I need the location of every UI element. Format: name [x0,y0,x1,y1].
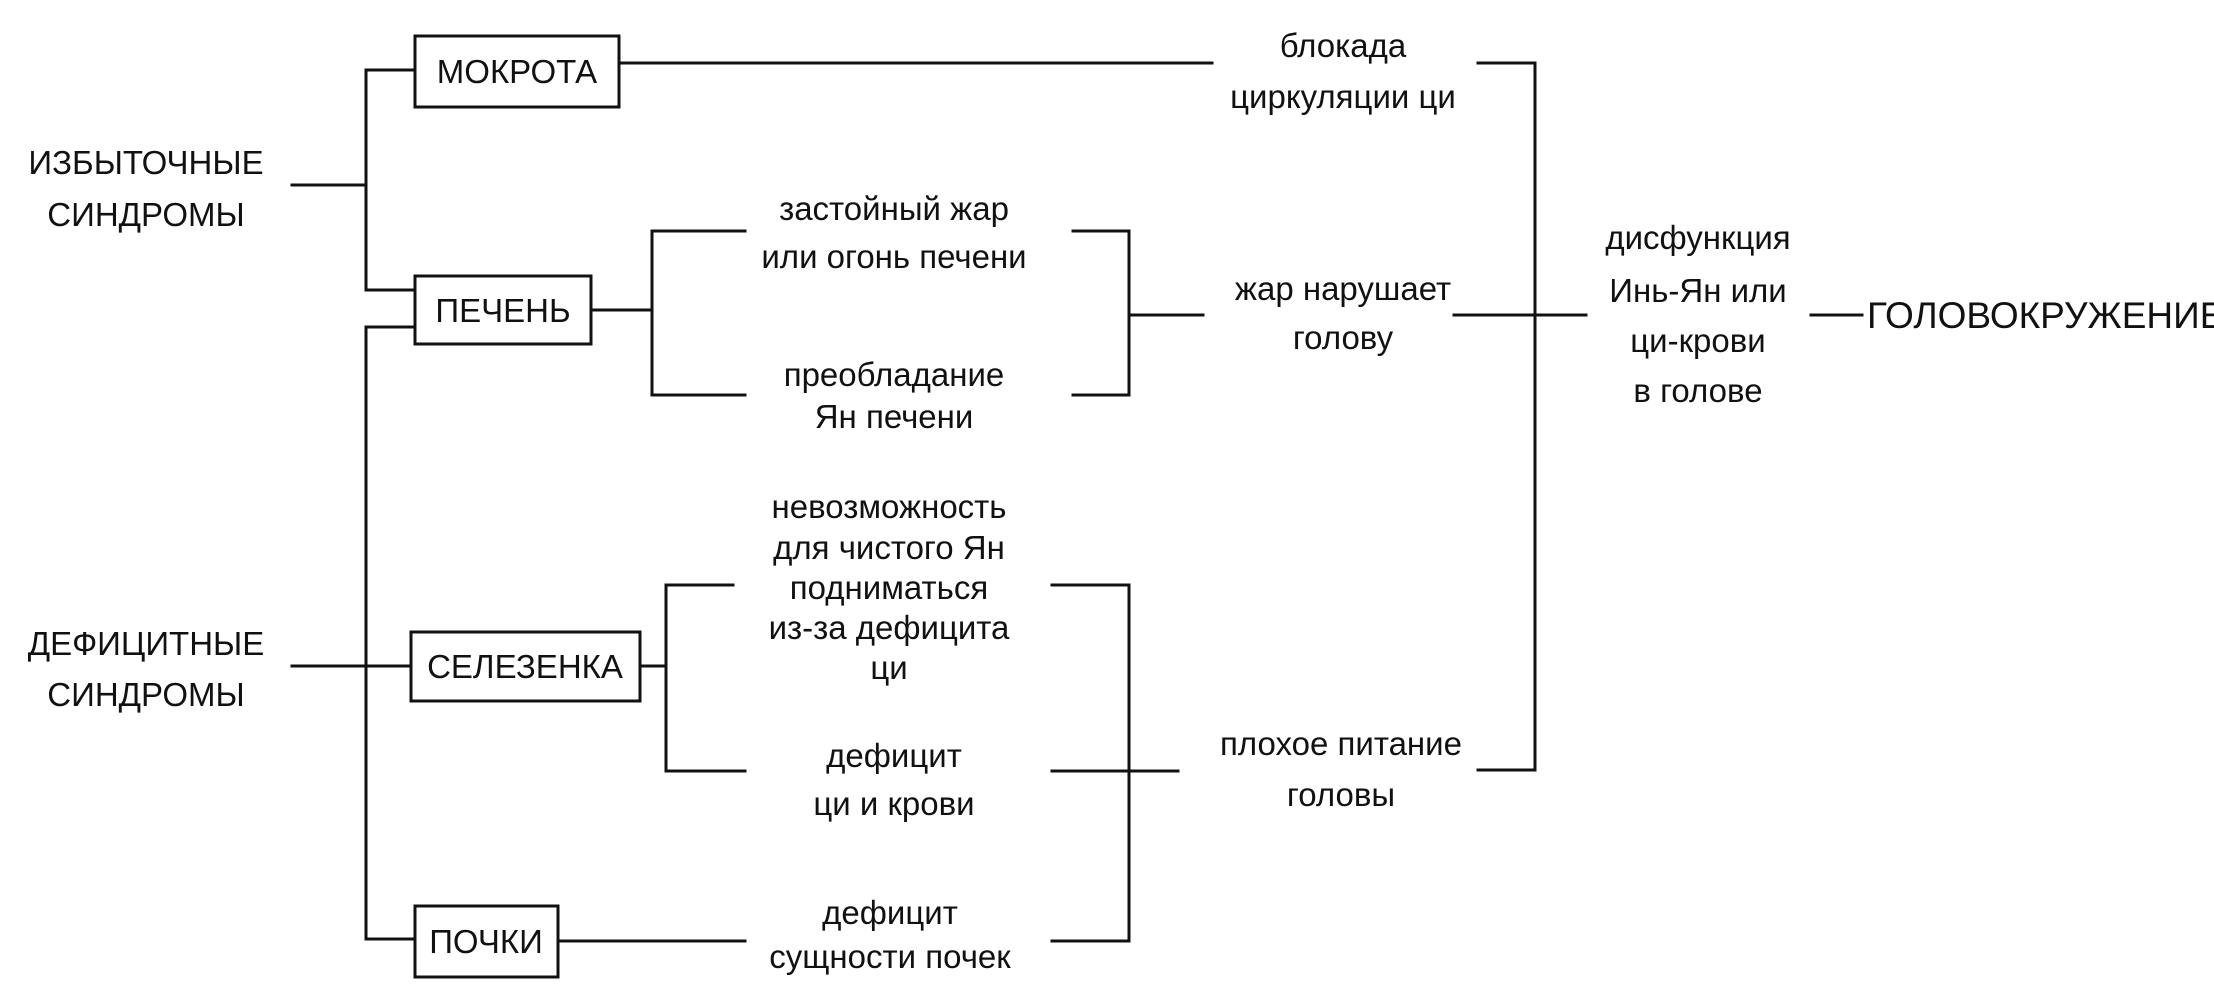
deficit-syndromes-label: ДЕФИЦИТНЫЕ СИНДРОМЫ [28,625,265,713]
cause-pure-yang-line-5: ци [870,649,907,686]
spleen-split-bracket [638,583,747,773]
cause-qi-blood-line-2: ци и крови [813,785,974,822]
cause-liver-yang: преобладание Ян печени [784,356,1005,435]
organ-box-phlegm: МОКРОТА [413,34,621,109]
organ-box-liver: ПЕЧЕНЬ [413,274,593,346]
cause-pure-yang-line-1: невозможность [772,488,1007,525]
deficit-line-1: ДЕФИЦИТНЫЕ [28,625,265,662]
cause-qi-blood-line-1: дефицит [826,737,962,774]
cause-pure-yang-line-4: из-за дефицита [769,609,1010,646]
organ-box-spleen: СЕЛЕЗЕНКА [409,630,642,703]
cause-kidney-essence: дефицит сущности почек [769,894,1011,975]
mechanism-heat-line-1: жар нарушает [1235,270,1451,307]
connector-lines [290,61,1864,943]
cause-liver-fire-line-1: застойный жар [779,190,1009,227]
dysfunction-label: дисфункция Инь-Ян или ци-крови в голове [1605,219,1790,409]
cause-liver-fire: застойный жар или огонь печени [761,190,1026,275]
dysfunction-line-3: ци-крови [1630,322,1765,359]
organ-box-kidneys: ПОЧКИ [413,904,560,979]
deficit-merge-bracket [1050,583,1180,943]
deficit-tree [290,325,417,941]
mechanism-qi-block: блокада циркуляции ци [1230,27,1456,115]
mechanism-heat: жар нарушает голову [1235,270,1451,356]
organ-label-kidneys: ПОЧКИ [429,923,543,960]
cause-pure-yang-line-2: для чистого Ян [773,529,1005,566]
cause-liver-fire-line-2: или огонь печени [761,238,1026,275]
organ-label-spleen: СЕЛЕЗЕНКА [427,648,623,685]
excess-line-1: ИЗБЫТОЧНЫЕ [28,144,263,181]
excess-line-2: СИНДРОМЫ [47,196,244,233]
organ-label-phlegm: МОКРОТА [437,53,597,90]
deficit-line-2: СИНДРОМЫ [47,676,244,713]
mechanism-poor-nutrition-line-2: головы [1287,776,1395,813]
right-merge-bracket [1452,61,1588,772]
dysfunction-line-4: в голове [1633,372,1762,409]
mechanism-qi-block-line-2: циркуляции ци [1230,78,1456,115]
excess-bracket [290,68,417,292]
cause-kidney-essence-line-2: сущности почек [769,938,1011,975]
dysfunction-line-1: дисфункция [1605,219,1790,256]
cause-kidney-essence-line-1: дефицит [822,894,958,931]
dysfunction-line-2: Инь-Ян или [1609,272,1786,309]
organ-label-liver: ПЕЧЕНЬ [435,292,570,329]
cause-qi-blood: дефицит ци и крови [813,737,974,822]
mechanism-poor-nutrition: плохое питание головы [1220,725,1462,813]
mechanism-heat-line-2: голову [1293,319,1394,356]
mechanism-qi-block-line-1: блокада [1280,27,1407,64]
excess-syndromes-label: ИЗБЫТОЧНЫЕ СИНДРОМЫ [28,144,263,233]
liver-split-bracket [589,229,747,397]
result-dizziness: ГОЛОВОКРУЖЕНИЕ [1867,295,2214,336]
cause-liver-yang-line-1: преобладание [784,356,1005,393]
cause-pure-yang-line-3: подниматься [790,569,988,606]
mechanism-poor-nutrition-line-1: плохое питание [1220,725,1462,762]
cause-pure-yang: невозможность для чистого Ян подниматься… [769,488,1010,686]
liver-merge-bracket [1071,229,1205,397]
cause-liver-yang-line-2: Ян печени [815,398,974,435]
